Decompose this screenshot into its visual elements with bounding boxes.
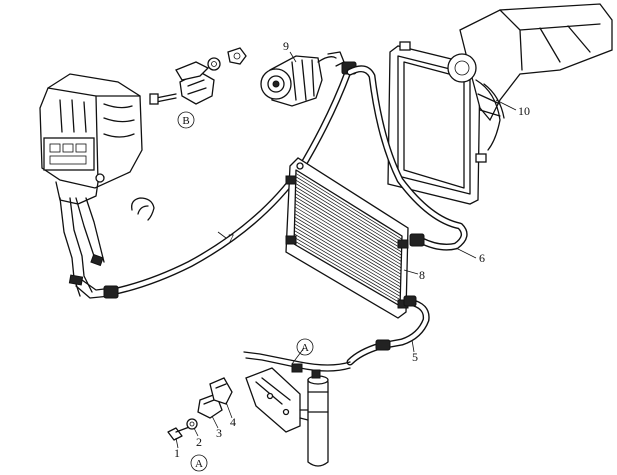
detail-a-detail-circle	[190, 454, 208, 472]
condenser-fin	[294, 233, 401, 297]
condenser-fin	[294, 216, 401, 281]
condenser-fin	[295, 196, 402, 262]
condenser-fin	[294, 206, 402, 272]
radiator	[387, 41, 487, 205]
callout-2: 2	[196, 435, 202, 449]
condenser-fin	[294, 220, 401, 285]
callout-6: 6	[479, 251, 485, 265]
condenser-fin	[294, 236, 401, 300]
evaporator-pipes	[59, 197, 113, 299]
pipe-a	[243, 351, 351, 373]
callout-1: 1	[174, 446, 180, 460]
condenser-fin	[294, 226, 401, 291]
condenser-fin	[295, 183, 402, 250]
detail-a-main-circle	[296, 338, 314, 356]
condenser-fin	[294, 223, 401, 288]
leader-lines	[175, 51, 517, 449]
condenser-fin	[294, 210, 402, 275]
callout-3: 3	[216, 426, 222, 440]
condenser-fin	[293, 240, 401, 304]
callout-4: 4	[230, 415, 236, 429]
detail-b-marker: B	[182, 115, 189, 127]
callout-labels: 9 10 6 7 8 5 1 2 3 4	[174, 39, 530, 460]
condenser-fin	[294, 230, 401, 294]
condenser-fin	[295, 189, 402, 256]
clip-bracket	[131, 197, 155, 221]
detail-a-markers: A A	[190, 338, 314, 472]
condenser	[285, 157, 409, 319]
engine-block	[447, 3, 613, 151]
detail-a-parts	[167, 377, 233, 441]
detail-b-parts: B	[149, 47, 247, 129]
condenser-fin	[295, 173, 403, 240]
condenser-fin	[295, 176, 403, 243]
callout-8: 8	[419, 268, 425, 282]
evaporator-unit	[39, 73, 143, 205]
callout-10: 10	[518, 104, 530, 118]
detail-a-main-marker: A	[301, 342, 309, 354]
receiver-drier	[245, 367, 329, 467]
callout-5: 5	[412, 350, 418, 364]
condenser-fin	[294, 213, 401, 278]
callout-7: 7	[228, 231, 234, 245]
detail-b-marker-circle	[177, 111, 195, 129]
condenser-fin	[295, 179, 402, 246]
condenser-fin	[295, 193, 402, 259]
hose-5	[346, 295, 430, 366]
condenser-fin	[295, 186, 402, 253]
condenser-fin	[294, 203, 402, 269]
condenser-fin	[295, 199, 402, 265]
detail-a-detail-marker: A	[195, 458, 203, 470]
compressor	[260, 51, 345, 107]
hose-6	[346, 65, 468, 251]
callout-9: 9	[283, 39, 289, 53]
